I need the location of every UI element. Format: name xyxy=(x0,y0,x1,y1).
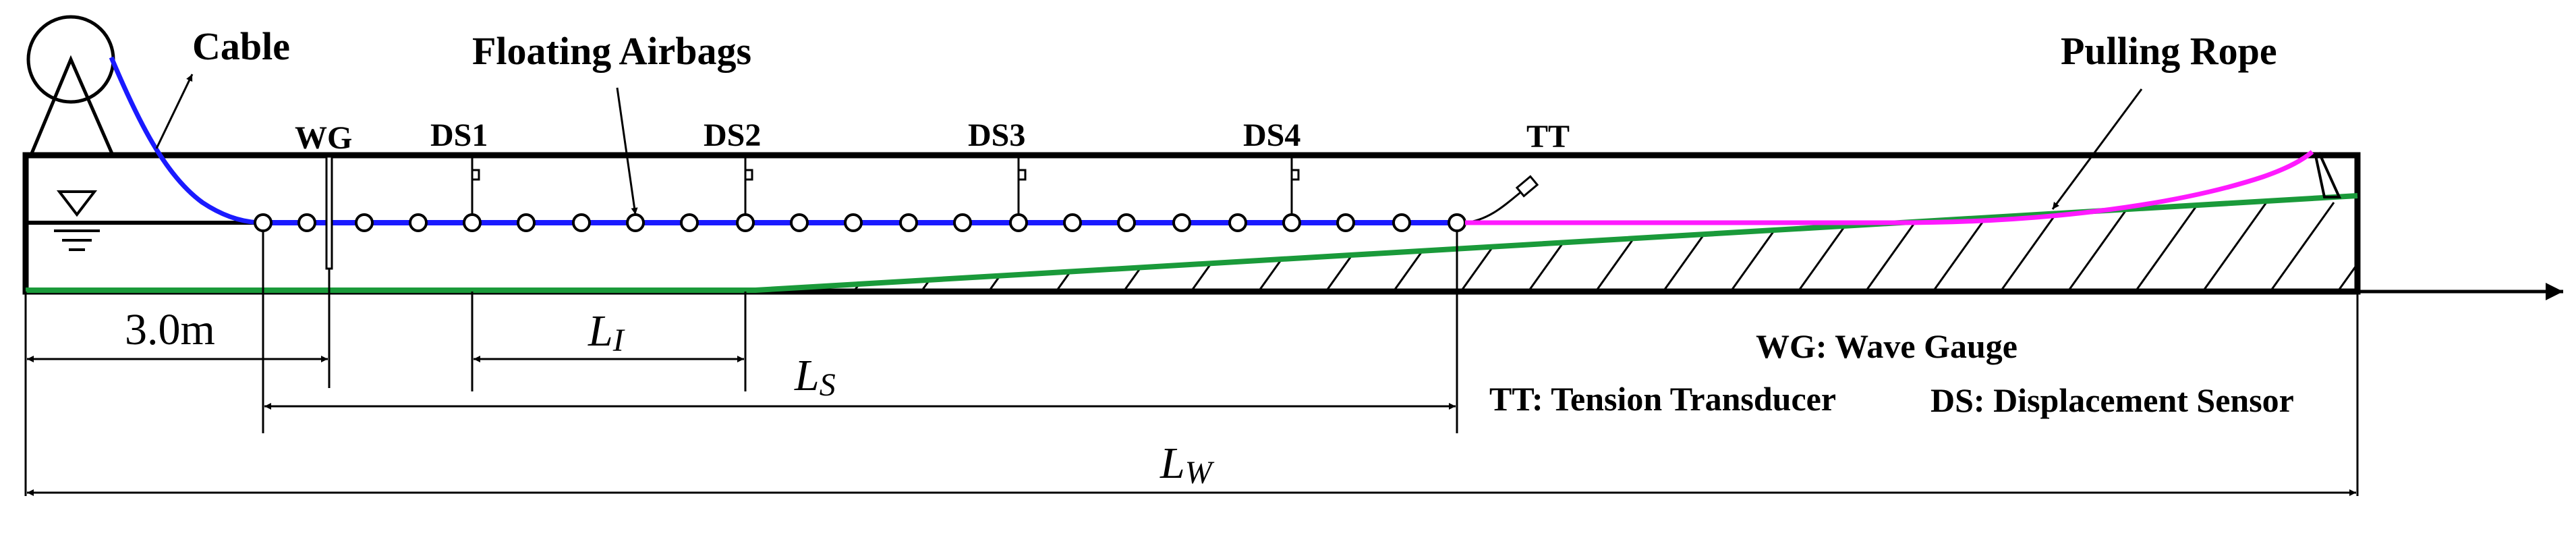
airbag xyxy=(626,213,645,232)
airbag xyxy=(254,213,273,232)
airbag xyxy=(297,213,316,232)
airbag xyxy=(1117,213,1136,232)
displacement-sensors xyxy=(471,158,1300,215)
label-ds4: DS4 xyxy=(1243,117,1300,153)
water-level-icon xyxy=(54,190,100,251)
tension-cable xyxy=(1464,189,1524,224)
airbag xyxy=(1282,213,1301,232)
tension-transducer xyxy=(1515,175,1539,198)
label-pulling-rope: Pulling Rope xyxy=(2061,29,2277,73)
dim-label-lw: LW xyxy=(1160,439,1215,491)
wave-gauge xyxy=(325,155,333,270)
airbag xyxy=(844,213,863,232)
legend-tt: TT: Tension Transducer xyxy=(1489,380,1836,418)
label-cable: Cable xyxy=(192,24,290,68)
airbag xyxy=(1336,213,1355,232)
airbag xyxy=(899,213,918,232)
airbag xyxy=(1172,213,1191,232)
airbag xyxy=(1448,213,1466,232)
dim-label-3m: 3.0m xyxy=(125,305,215,354)
dim-label-li: LI xyxy=(588,306,625,358)
airbag xyxy=(463,213,482,232)
ds1-sensor xyxy=(471,158,480,215)
winch-pulley xyxy=(26,15,115,158)
label-tt: TT xyxy=(1526,119,1570,155)
label-ds2: DS2 xyxy=(704,117,761,153)
dim-label-ls: LS xyxy=(794,351,836,403)
airbag xyxy=(953,213,972,232)
legend-wg: WG: Wave Gauge xyxy=(1756,327,2017,365)
label-ds1: DS1 xyxy=(430,117,488,153)
airbag xyxy=(790,213,809,232)
airbag xyxy=(1063,213,1082,232)
label-floating-airbags: Floating Airbags xyxy=(472,29,751,73)
label-ds3: DS3 xyxy=(968,117,1025,153)
floating-airbags xyxy=(254,213,1466,232)
legend-ds: DS: Displacement Sensor xyxy=(1930,381,2294,419)
extension-lines xyxy=(24,231,2359,496)
airbag xyxy=(1009,213,1028,232)
airbag xyxy=(1228,213,1247,232)
cable-line xyxy=(109,56,264,225)
airbag xyxy=(409,213,428,232)
airbag xyxy=(355,213,374,232)
airbag xyxy=(572,213,591,232)
airbags-pointer xyxy=(616,87,638,215)
ds3-sensor xyxy=(1017,158,1027,215)
ds4-sensor xyxy=(1290,158,1300,215)
pulling-rope-pointer xyxy=(2051,88,2143,210)
airbag xyxy=(736,213,755,232)
label-wg: WG xyxy=(295,120,352,156)
dimension-lines xyxy=(27,356,2356,496)
right-pulley xyxy=(2314,152,2342,198)
pulling-rope-line xyxy=(1465,150,2314,225)
seabed-slope-line xyxy=(26,193,2358,293)
airbag xyxy=(1392,213,1411,232)
cable-pointer xyxy=(155,74,194,149)
airbag xyxy=(517,213,536,232)
ds2-sensor xyxy=(744,158,753,215)
airbag xyxy=(680,213,699,232)
